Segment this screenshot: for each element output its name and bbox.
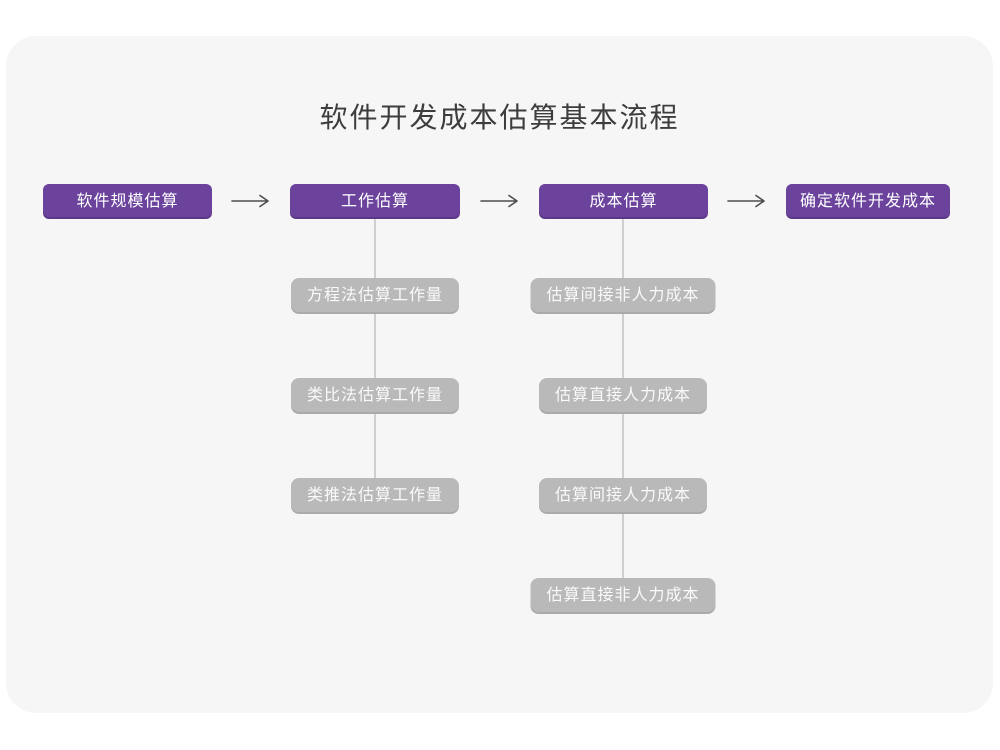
flow-node-cost-estimation: 成本估算 (539, 184, 708, 219)
diagram-title: 软件开发成本估算基本流程 (319, 102, 680, 133)
method-node-analogy-method: 类比法估算工作量 (290, 378, 460, 414)
flow-node-determine-development-cost: 确定软件开发成本 (786, 184, 950, 219)
cost-node-direct-non-labor: 估算直接非人力成本 (530, 578, 716, 614)
cost-node-indirect-labor: 估算间接人力成本 (538, 478, 708, 514)
right-arrow-icon (231, 194, 269, 208)
cost-node-indirect-non-labor: 估算间接非人力成本 (530, 278, 716, 314)
flowchart-canvas: 软件开发成本估算基本流程 软件规模估算 工作估算 成本估算 确定软件开发成本 方… (6, 36, 993, 713)
connector-line-work-estimation (374, 219, 376, 496)
right-arrow-icon (727, 194, 765, 208)
cost-node-direct-labor: 估算直接人力成本 (538, 378, 708, 414)
flow-node-work-estimation: 工作估算 (290, 184, 460, 219)
method-node-equation-method: 方程法估算工作量 (290, 278, 460, 314)
flow-node-software-size-estimation: 软件规模估算 (43, 184, 212, 219)
right-arrow-icon (480, 194, 518, 208)
method-node-extrapolation-method: 类推法估算工作量 (290, 478, 460, 514)
